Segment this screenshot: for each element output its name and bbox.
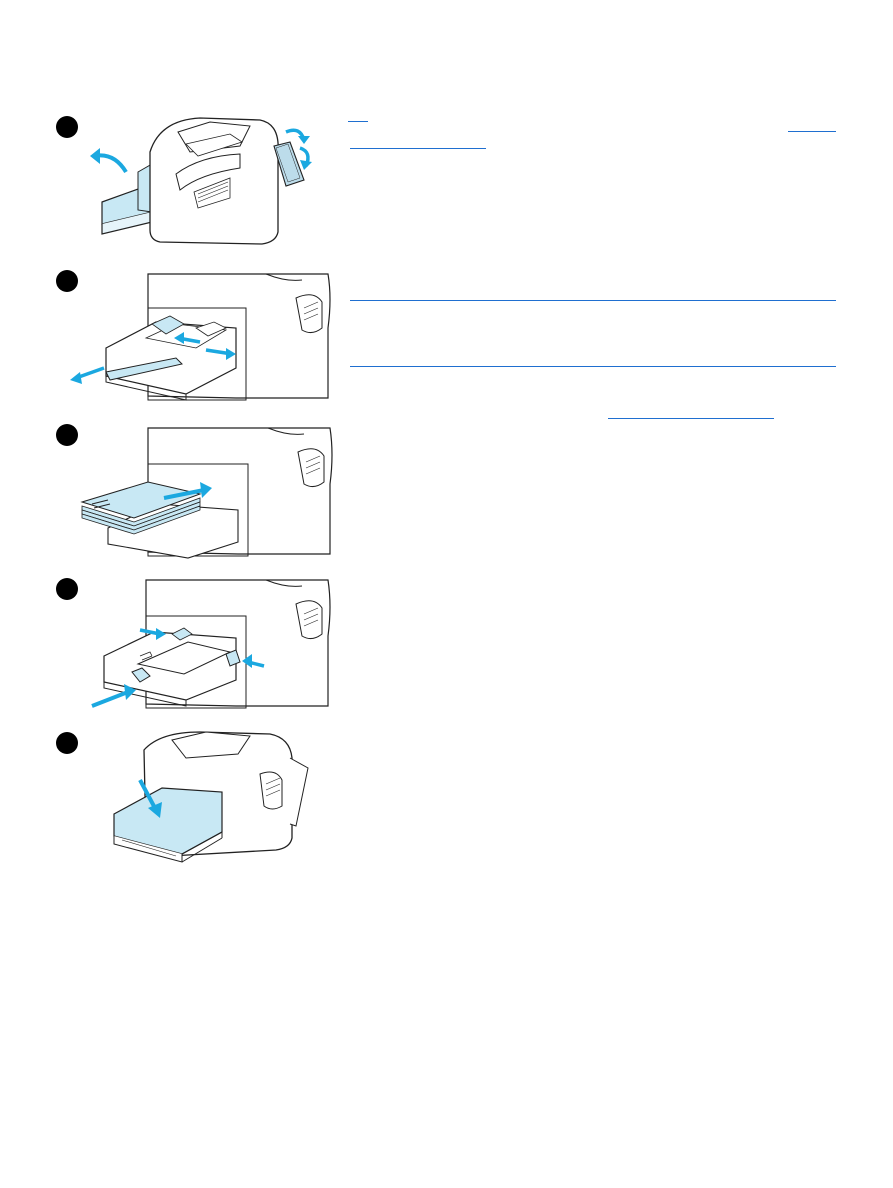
step-2-marker — [56, 270, 78, 292]
step-3-marker — [56, 424, 78, 446]
printer-open-doors-illustration — [90, 112, 320, 252]
link-underline-4[interactable] — [608, 418, 774, 419]
link-underline-1[interactable] — [348, 121, 368, 122]
tray-close-illustration — [110, 728, 310, 864]
guide-adjust-illustration — [88, 576, 336, 716]
link-underline-2[interactable] — [788, 131, 836, 132]
step-5-marker — [56, 732, 78, 754]
step-4-marker — [56, 578, 78, 600]
note-rule-top — [350, 300, 836, 301]
input-tray-extend-illustration — [66, 268, 336, 404]
link-underline-3[interactable] — [350, 148, 486, 149]
envelope-load-illustration — [78, 424, 338, 560]
note-rule-bottom — [350, 366, 836, 367]
step-1-marker — [56, 116, 78, 138]
